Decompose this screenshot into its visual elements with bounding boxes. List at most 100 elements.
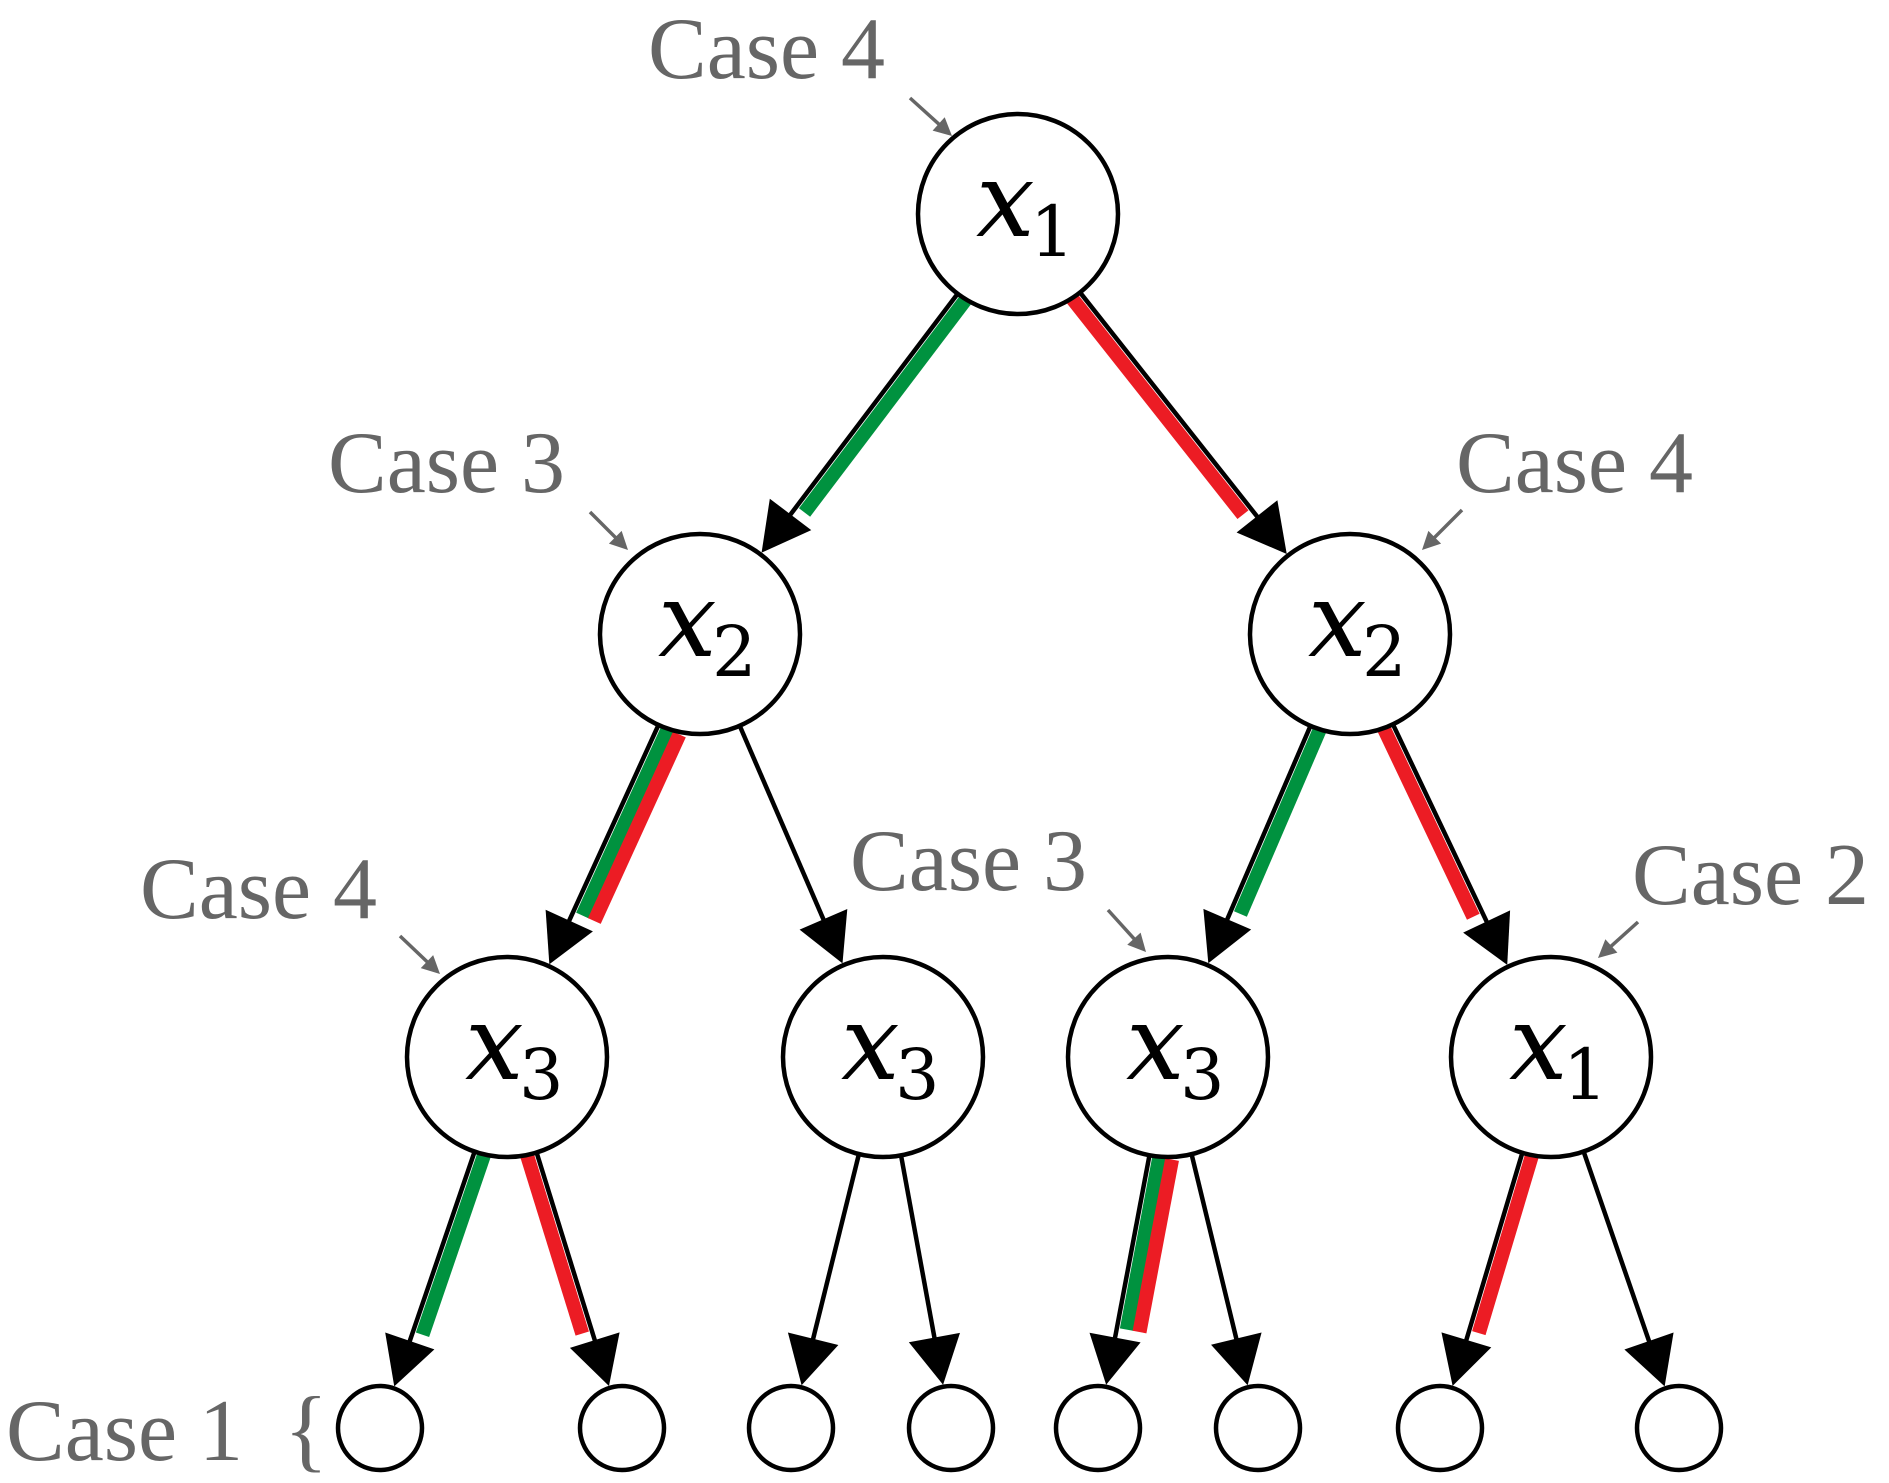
arrowhead-icon [1236,500,1287,554]
node-subscript-label: 3 [895,1034,940,1116]
highlight-red-stroke [1066,294,1249,520]
edge-line [534,1151,599,1347]
edge-line [1111,1154,1152,1344]
arrowhead-icon [1463,910,1511,965]
arrowhead-icon [545,909,593,965]
node-subscript-label: 3 [1180,1034,1225,1116]
tree-edge [1189,1153,1262,1386]
case-label: Case 2 [1632,827,1869,924]
edge-line [1078,291,1263,523]
edges-layer [385,291,1674,1387]
arrowhead-icon [1203,908,1252,964]
arrowhead-icon [787,1332,839,1386]
node-circle [1395,1383,1485,1473]
highlight-red-stroke [520,1153,589,1336]
case-annotation: Case 4 [140,841,440,974]
node-variable-label: x [841,982,900,1104]
edge-line [1462,1152,1525,1347]
highlight-red-stroke [1132,1158,1179,1334]
variable-node: x3 [1065,954,1271,1160]
tree-edge [545,724,686,965]
pointer-arrow-icon [932,117,952,136]
leaf-node [746,1383,836,1473]
node-subscript-label: 1 [1563,1034,1608,1116]
leaf-node [577,1383,667,1473]
node-variable-label: x [1509,982,1568,1104]
arrowhead-icon [761,498,812,553]
node-circle [1247,531,1453,737]
node-circle [1053,1383,1143,1473]
case-label: Case 3 [328,415,565,512]
tree-edge [787,1153,862,1386]
edge-line [1222,724,1313,926]
variable-node: x1 [1448,954,1654,1160]
tree-edge [1203,724,1327,964]
node-circle [577,1383,667,1473]
arrowhead-icon [1441,1332,1492,1386]
leaf-node [906,1383,996,1473]
pointer-arrow-icon [1422,530,1442,550]
node-variable-label: x [465,982,524,1104]
node-variable-label: x [1126,982,1185,1104]
edge-line [737,724,828,926]
edge-line [809,1153,862,1346]
case-label: Case 3 [850,813,1087,910]
highlight-red-stroke [587,731,686,924]
tree-edge [761,292,972,553]
node-subscript-label: 2 [712,611,757,693]
tree-edge [1089,1154,1179,1385]
arrowhead-icon [385,1332,435,1387]
case-label: Case 4 [140,841,377,938]
node-subscript-label: 3 [519,1034,564,1116]
arrowhead-icon [799,909,848,964]
node-variable-label: x [658,559,717,681]
variable-node: x2 [1247,531,1453,737]
highlight-green-stroke [1233,727,1327,917]
node-subscript-label: 1 [1030,191,1075,273]
leaf-node [1213,1383,1303,1473]
edge-line [405,1150,477,1348]
tree-edge [520,1151,620,1386]
tree-edge [1066,291,1287,554]
highlight-red-stroke [1377,725,1480,920]
case-label: Case 4 [1456,415,1693,512]
tree-edge [1377,723,1511,965]
annotations-layer: Case 4 Case 3 Case 4 Case 4 Case 3 Case 2 Case… [6,1,1869,1480]
node-circle [1634,1383,1724,1473]
leaf-case-label: Case 1 [6,1383,243,1480]
leaf-node [1053,1383,1143,1473]
node-circle [597,531,803,737]
highlight-green-stroke [798,295,972,517]
pointer-arrow-icon [1127,932,1146,952]
node-variable-label: x [1308,559,1367,681]
arrowhead-icon [1089,1332,1141,1385]
node-subscript-label: 2 [1362,611,1407,693]
edge-line [898,1154,938,1344]
tree-edge [385,1150,491,1387]
case-annotation: Case 4 [648,1,952,136]
edge-line [1189,1153,1240,1345]
node-circle [780,954,986,1160]
tree-edge [737,724,848,964]
variable-node: x2 [597,531,803,737]
arrowhead-icon [1624,1332,1674,1387]
arrowhead-icon [1211,1332,1262,1386]
highlight-green-stroke [576,726,674,919]
edge-line [564,724,661,927]
arrowhead-icon [908,1332,960,1385]
case-annotation: Case 4 [1422,415,1693,550]
node-circle [335,1383,425,1473]
node-circle [915,111,1121,317]
case-annotation: Case 3 [328,415,628,550]
highlight-red-stroke [1472,1153,1539,1336]
variable-node: x3 [404,954,610,1160]
pointer-arrow-icon [1598,939,1618,958]
pointer-arrow-icon [608,530,628,550]
variable-node: x3 [780,954,986,1160]
node-circle [404,954,610,1160]
case-annotation: Case 3 [850,813,1146,952]
node-circle [746,1383,836,1473]
highlight-green-stroke [1119,1155,1167,1331]
